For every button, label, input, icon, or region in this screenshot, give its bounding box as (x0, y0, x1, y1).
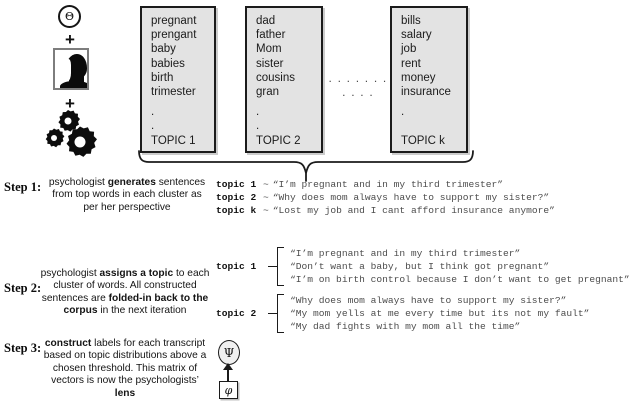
list-item: topic 1 ~ “I’m pregnant and in my third … (216, 178, 555, 191)
topic-word: father (256, 29, 286, 42)
gears-icon (40, 108, 106, 167)
topic-word: prengant (151, 29, 197, 42)
sentence-topic-label: topic 1 (216, 179, 257, 190)
ellipsis-dot (401, 119, 466, 133)
ellipsis-dot: . (256, 120, 260, 133)
list-item: topic 2 ~ “Why does mom always have to s… (216, 191, 555, 204)
topic-word: job (401, 43, 417, 56)
ellipsis-dot: . (401, 106, 405, 119)
group-bracket (277, 247, 284, 286)
sentence-text: “I’m pregnant and in my third trimester” (272, 179, 504, 190)
sentence-topic-label: topic 2 (216, 192, 257, 203)
topic-box-1: pregnant prengant baby babies birth trim… (140, 6, 216, 153)
plus-sign-2: + (65, 94, 75, 113)
group-tick (268, 266, 277, 267)
topic-word: gran (256, 86, 280, 99)
sentence-text: “I’m pregnant and in my third trimester” (290, 248, 521, 259)
ellipsis-dot: . (151, 120, 155, 133)
topic-word: babies (151, 57, 185, 70)
topic-group: topic 2 “Why does mom always have to sup… (216, 294, 630, 333)
topic-word: dad (256, 15, 276, 27)
group-tick (268, 313, 277, 314)
person-silhouette-icon (53, 48, 89, 90)
sentence-text: “Why does mom always have to support my … (272, 192, 550, 203)
step-2-description: psychologist assigns a topic to each clu… (40, 268, 210, 317)
group-bracket (277, 294, 284, 333)
plus-sign-1: + (65, 30, 75, 49)
topic-box-k: bills salary job rent money insurance . … (390, 6, 468, 153)
topic-word: insurance (401, 86, 451, 99)
topic-word: trimester (151, 86, 196, 99)
sentence-text: “My dad fights with my mom all the time” (290, 321, 521, 332)
between-boxes-ellipsis: . . . . . . . . . . . (328, 71, 388, 99)
ellipsis-dot: . (151, 106, 155, 119)
step-3-description: construct labels for each transcript bas… (43, 338, 207, 399)
sentence-text: “My mom yells at me every time but its n… (290, 308, 590, 319)
topic-box-label: TOPIC k (401, 134, 445, 147)
topic-group: topic 1 “I’m pregnant and in my third tr… (216, 247, 630, 286)
topic-word: baby (151, 43, 176, 56)
sentence-topic-label: topic k (216, 205, 257, 216)
theta-symbol-icon: Θ (58, 5, 81, 28)
group-topic-label: topic 2 (216, 308, 257, 319)
step-1-sentence-list: topic 1 ~ “I’m pregnant and in my third … (216, 178, 555, 217)
up-arrow-head-icon (223, 363, 233, 370)
topic-word: money (401, 71, 436, 84)
topic-word: bills (401, 15, 421, 27)
step-3-label: Step 3: (4, 341, 42, 355)
sentence-text: “Don’t want a baby, but I think got preg… (290, 261, 550, 272)
topic-boxes-brace (136, 150, 476, 184)
list-item: topic k ~ “Lost my job and I cant afford… (216, 204, 555, 217)
phi-symbol-icon: φ (219, 381, 238, 399)
step-2-label: Step 2: (4, 281, 42, 295)
input-icon-stack: Θ + + (0, 0, 130, 170)
tilde-separator: ~ (263, 192, 269, 203)
topic-word: sister (256, 57, 284, 70)
tilde-separator: ~ (263, 179, 269, 190)
topic-box-label: TOPIC 1 (151, 134, 196, 147)
sentence-text: “Lost my job and I cant afford insurance… (272, 205, 555, 216)
group-topic-label: topic 1 (216, 261, 257, 272)
psi-symbol-icon: Ψ (218, 340, 240, 365)
step-2-group-list: topic 1 “I’m pregnant and in my third tr… (216, 247, 630, 341)
topic-word: pregnant (151, 15, 197, 27)
sentence-text: “I’m on birth control because I don’t wa… (290, 274, 630, 285)
topic-word: cousins (256, 71, 295, 84)
lens-glyph: Ψ φ (212, 340, 252, 400)
step-1-description: psychologist generates sentences from to… (48, 177, 206, 213)
topic-word: birth (151, 71, 174, 84)
step-1-label: Step 1: (4, 180, 42, 194)
up-arrow-icon (227, 365, 229, 381)
tilde-separator: ~ (263, 205, 269, 216)
topic-word: rent (401, 57, 421, 70)
topic-word: salary (401, 29, 432, 42)
ellipsis-dot: . (256, 106, 260, 119)
sentence-text: “Why does mom always have to support my … (290, 295, 567, 306)
topic-box-2: dad father Mom sister cousins gran . . T… (245, 6, 323, 153)
topic-box-label: TOPIC 2 (256, 134, 301, 147)
topic-word: Mom (256, 43, 282, 56)
